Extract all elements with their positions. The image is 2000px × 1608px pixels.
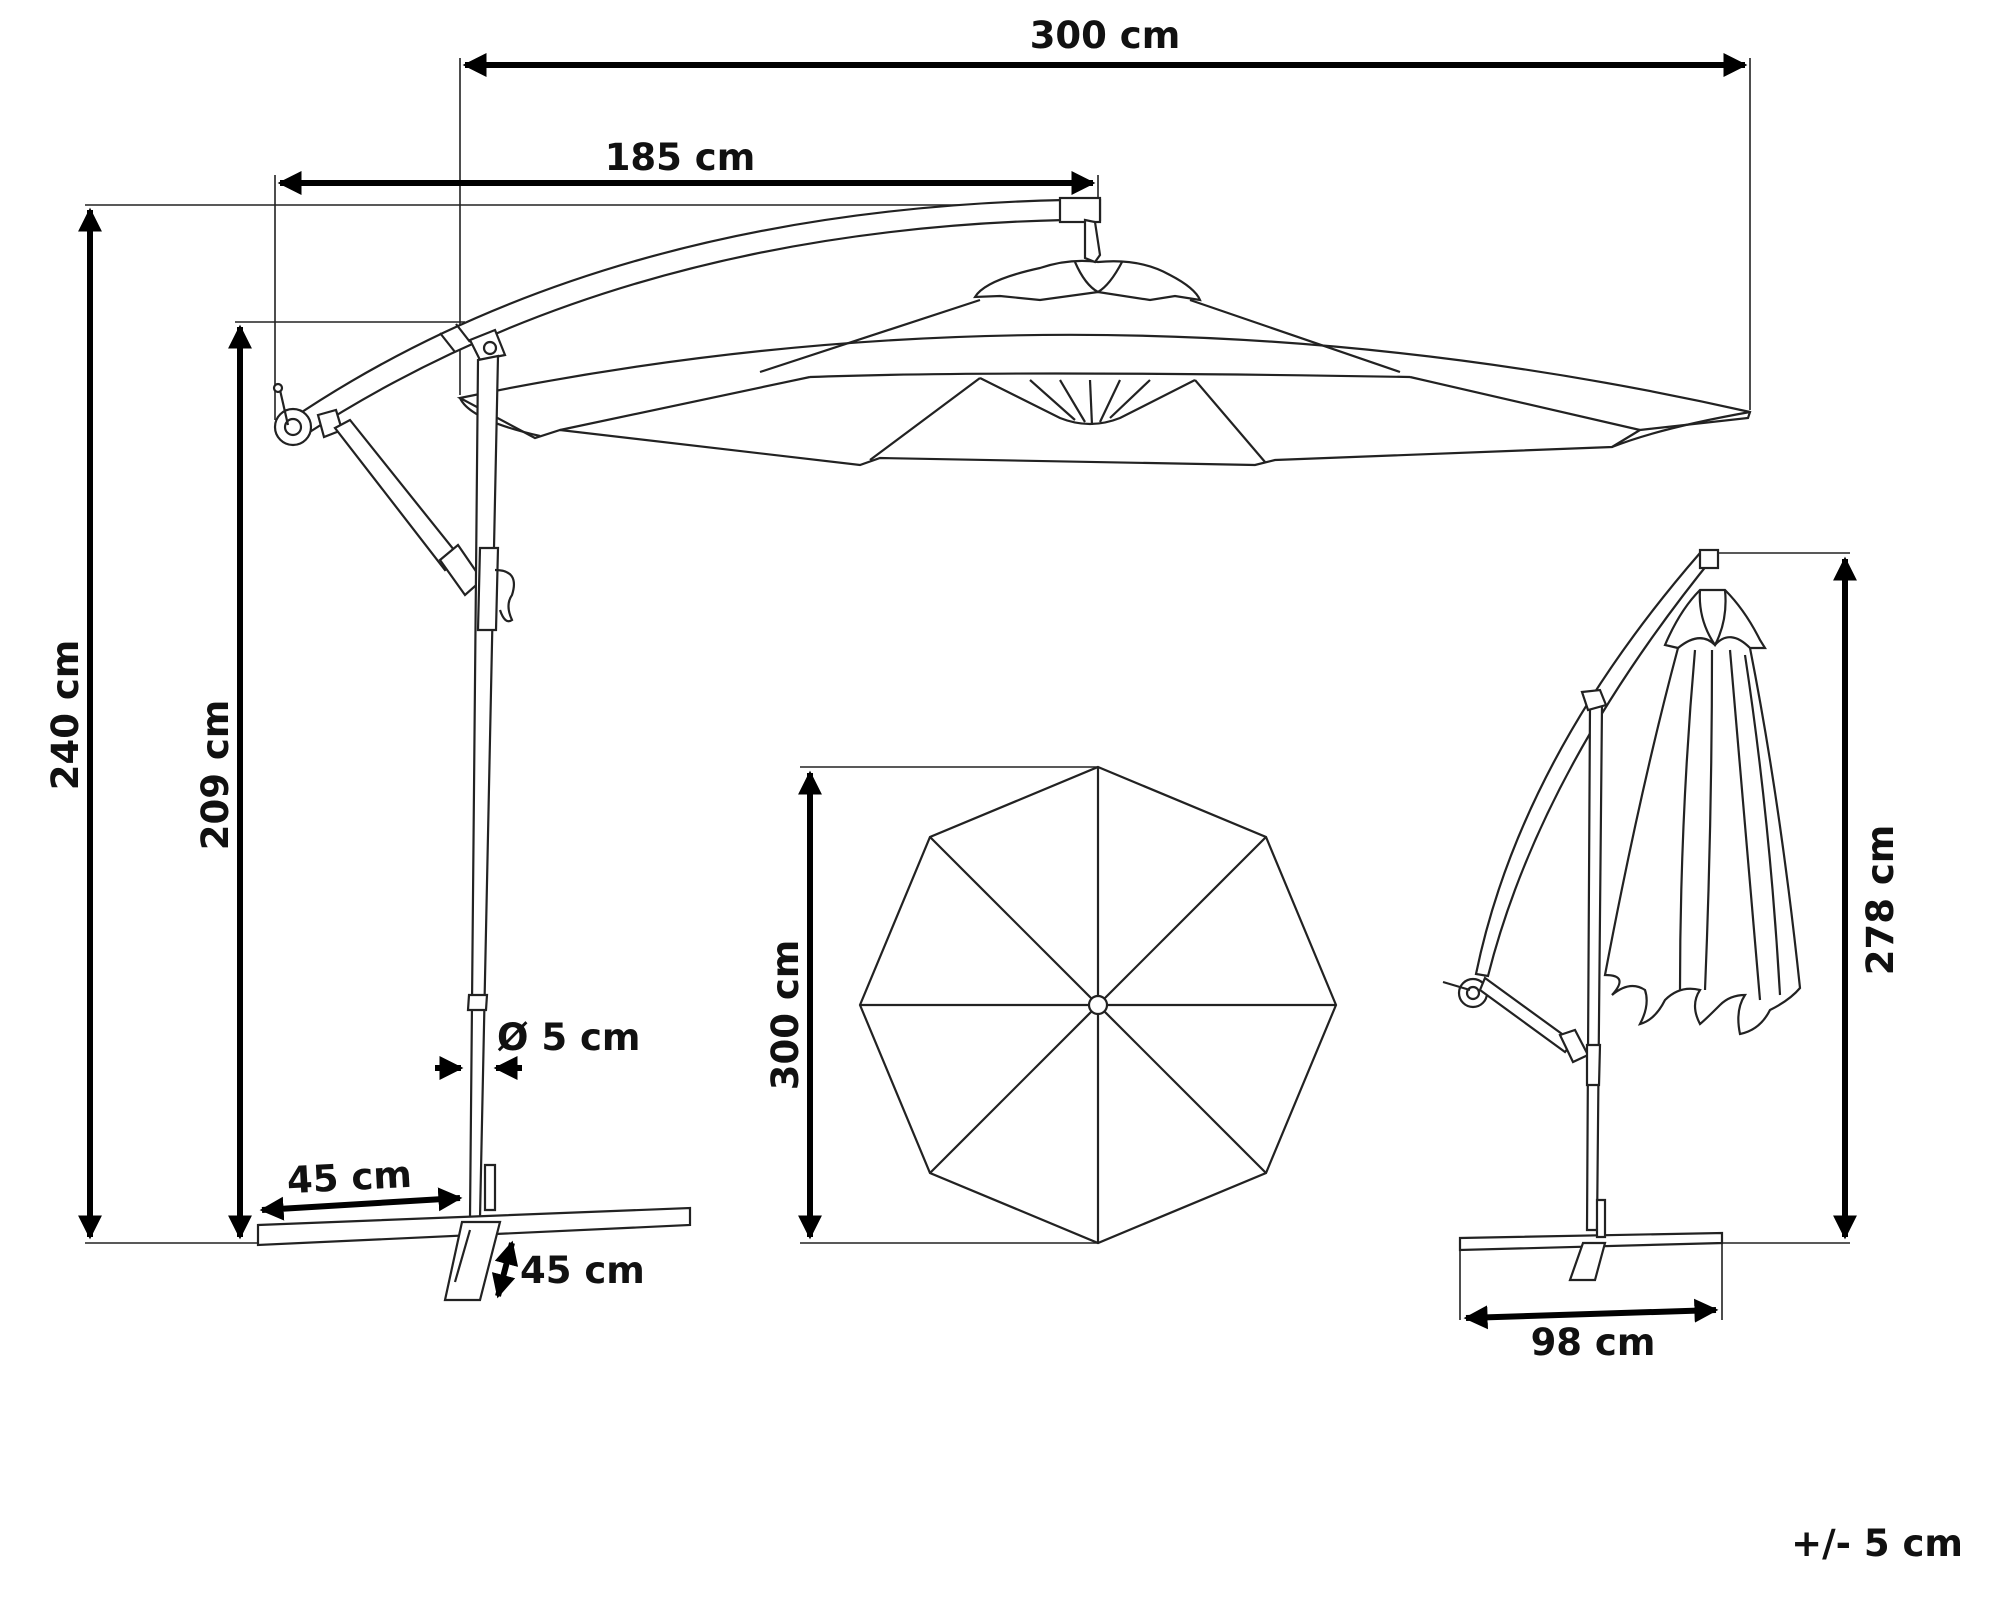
folded-crease (1678, 649, 1697, 991)
arm-end-cap (1058, 196, 1102, 224)
canopy-edge (1611, 410, 1751, 449)
hub-rib (1029, 379, 1076, 421)
label-canopy-width: 300 cm (1030, 14, 1181, 57)
pole (466, 354, 516, 1220)
top-view: 300 cm (764, 765, 1338, 1245)
pole-joint (466, 993, 489, 1012)
canopy-seam (1409, 375, 1641, 432)
cross-base (256, 1163, 692, 1302)
label-arm-reach: 185 cm (605, 136, 756, 179)
canopy-outline (456, 333, 1752, 467)
crank-handle (278, 389, 290, 426)
canopy-center (1087, 994, 1109, 1016)
folded-pole-joint (1580, 688, 1608, 712)
canopy-hub-ribs (979, 377, 1196, 426)
label-total-height: 240 cm (44, 640, 87, 791)
hub-rib (1088, 379, 1094, 426)
canopy-rib (1194, 379, 1266, 463)
canopy-rim (809, 372, 1411, 379)
folded-pole-collar (1585, 1043, 1602, 1087)
pole-clamp (494, 568, 516, 623)
folded-view: 278 cm 98 cm (1442, 548, 1902, 1364)
arm-joint (439, 332, 456, 353)
folded-arm-cap (1698, 548, 1720, 570)
canopy-seam (559, 375, 811, 432)
label-base-length: 45 cm (286, 1153, 413, 1202)
folded-crease (1728, 649, 1762, 1001)
label-folded-base: 98 cm (1531, 1321, 1656, 1364)
tolerance-note: +/- 5 cm (1791, 1522, 1963, 1565)
folded-vent (1698, 589, 1727, 648)
canopy-vent (973, 259, 1202, 302)
folded-brace-sleeve (1558, 1028, 1590, 1064)
label-top-diameter: 300 cm (764, 940, 807, 1091)
label-base-depth: 45 cm (520, 1249, 645, 1292)
side-view: 300 cm 185 cm 240 cm 209 cm Ø 5 cm 45 cm… (44, 14, 1752, 1302)
dim-arrow-base-length (259, 1187, 463, 1221)
canopy-rib (869, 377, 981, 461)
canopy-crease (759, 298, 981, 374)
arm-joint (455, 323, 471, 343)
pole-collar (476, 546, 500, 632)
vent-fold (1073, 261, 1123, 294)
canopy-crease (1189, 298, 1401, 374)
arm-hanger (1083, 218, 1102, 264)
hub-rib (1109, 379, 1151, 419)
folded-crease (1703, 649, 1714, 991)
label-clearance: 209 cm (194, 700, 237, 851)
crank-hub (283, 417, 303, 437)
crank-knob (272, 382, 284, 394)
label-folded-height: 278 cm (1859, 825, 1902, 976)
base-bracket (483, 1163, 497, 1212)
folded-pole (1585, 703, 1604, 1232)
canopy (456, 259, 1752, 467)
arm-pivot (482, 340, 498, 356)
base-leg-edge (453, 1229, 472, 1283)
dim-arrow-folded-base (1463, 1298, 1719, 1330)
folded-base-bar (1458, 1231, 1724, 1252)
base-leg (443, 1220, 502, 1302)
dim-arrow-base-depth (491, 1240, 519, 1299)
folded-crank-handle (1442, 980, 1471, 992)
folded-crease (1743, 654, 1782, 996)
pole-upper (468, 354, 500, 1220)
cantilever-arm (272, 196, 1102, 597)
hub-rib (1059, 379, 1086, 423)
label-pole-diameter: Ø 5 cm (497, 1016, 640, 1059)
folded-base-leg (1568, 1241, 1607, 1282)
arm-brace (333, 418, 464, 572)
folded-base-bracket (1595, 1198, 1607, 1239)
folded-brace (1478, 976, 1575, 1054)
hub-rib (1099, 379, 1121, 423)
